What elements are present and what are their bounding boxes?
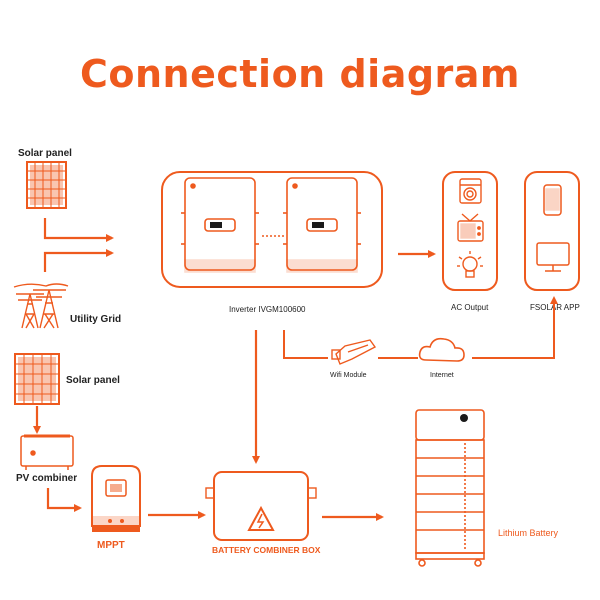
inverter-icon-2 — [283, 177, 361, 273]
solar-panel-2-icon — [14, 353, 60, 405]
mppt-label: MPPT — [97, 540, 125, 551]
battery-combiner-box-label: BATTERY COMBINER BOX — [212, 545, 321, 555]
inverter-group-frame — [161, 171, 383, 288]
transmission-tower-icon — [13, 283, 69, 329]
lithium-battery-label: Lithium Battery — [498, 528, 559, 538]
light-bulb-icon — [457, 251, 483, 278]
battery-combiner-box-icon — [205, 471, 317, 541]
lithium-battery-rack-icon — [415, 409, 485, 567]
mppt-controller-icon — [91, 465, 141, 532]
smartphone-icon — [543, 184, 562, 216]
cloud-icon — [418, 337, 465, 362]
solar-panel-2-label: Solar panel — [66, 375, 120, 386]
tv-icon — [457, 213, 484, 242]
page-title: Connection diagram — [79, 52, 521, 96]
arrow-internet-to-app — [472, 296, 558, 359]
pv-combiner-label: PV combiner — [16, 473, 77, 484]
fsolar-app-frame — [524, 171, 580, 291]
solar-panel-1-icon — [26, 161, 67, 209]
solar-panel-1-label: Solar panel — [18, 148, 72, 159]
ac-output-frame — [442, 171, 498, 291]
line-inverter-to-wifi — [283, 330, 328, 359]
wifi-module-icon — [331, 339, 377, 365]
utility-grid-label: Utility Grid — [70, 314, 121, 325]
input-arrows — [43, 218, 114, 272]
arrow-combiner-to-mppt — [46, 488, 82, 512]
monitor-icon — [536, 242, 570, 272]
washing-machine-icon — [459, 178, 482, 204]
inverter-label: Inverter IVGM100600 — [229, 305, 306, 314]
ac-output-label: AC Output — [451, 303, 489, 312]
inverter-icon — [181, 177, 259, 273]
pv-combiner-icon — [20, 434, 74, 470]
wifi-module-label: Wifi Module — [330, 372, 367, 379]
internet-label: Internet — [430, 372, 454, 379]
